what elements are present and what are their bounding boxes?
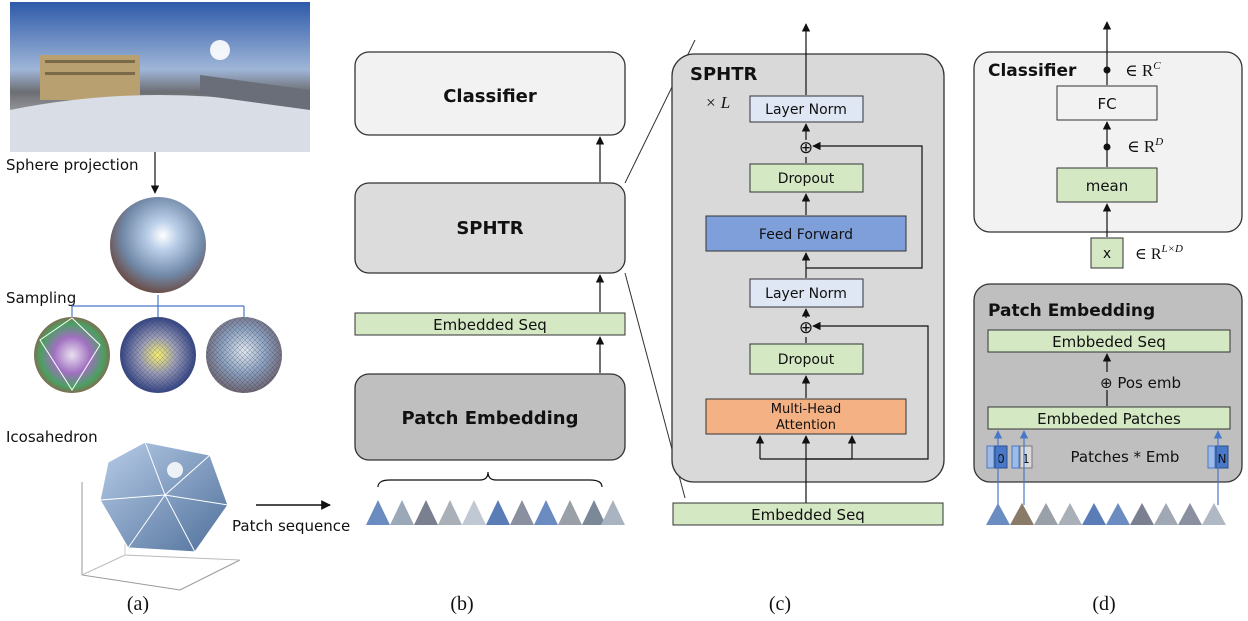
panel-d: Classifier ∈ RC FC ∈ RD mean x ∈ RL×D Pa… (973, 21, 1243, 525)
icosahedron-plot (81, 441, 241, 591)
patches-emb-label: Patches * Emb (1071, 448, 1180, 466)
mha-label-line2: Attention (776, 418, 836, 433)
dropout-bottom-label: Dropout (778, 352, 835, 368)
svg-text:0: 0 (997, 452, 1005, 466)
token-1: 1 (1011, 445, 1033, 469)
icosahedron-label: Icosahedron (6, 428, 98, 446)
classifier-detail-block (973, 51, 1243, 233)
embedded-seq-input-label: Embedded Seq (751, 506, 865, 524)
rc-label: ∈ RC (1125, 60, 1161, 80)
residual-add-top: ⊕ (799, 138, 813, 158)
feed-forward-block (705, 215, 907, 252)
embbeded-patches-label: Embbeded Patches (1037, 410, 1181, 428)
classifier-block (354, 51, 626, 136)
mean-label: mean (1086, 177, 1129, 195)
embedded-seq-label: Embedded Seq (433, 316, 547, 334)
embedded-seq-input (672, 502, 944, 526)
residual-add-bottom: ⊕ (799, 318, 813, 338)
embbeded-patches-bar (987, 406, 1231, 430)
feed-forward-label: Feed Forward (759, 227, 853, 243)
residual-skip-top (806, 141, 923, 269)
svg-text:N: N (1218, 452, 1227, 466)
pos-emb-label: ⊕ Pos emb (1100, 374, 1181, 392)
token-0: 0 (986, 445, 1008, 469)
token-n: N (1207, 445, 1229, 469)
brace (377, 471, 603, 488)
panel-a: Sphere projection Sampling Icosahedron (6, 2, 350, 591)
residual-skip-bottom (806, 321, 929, 460)
layer-norm-top-label: Layer Norm (765, 102, 847, 118)
panel-b: Classifier SPHTR Embedded Seq Patch Embe… (354, 51, 626, 525)
svg-text:1: 1 (1022, 452, 1030, 466)
sampling-connector (71, 295, 245, 318)
projected-sphere (110, 197, 206, 293)
patch-triangles-d (986, 503, 1226, 525)
panel-c: SPHTR × L Layer Norm ⊕ Dropout Feed Forw… (671, 23, 945, 526)
mean-block (1056, 167, 1158, 203)
classifier-block-label: Classifier (443, 86, 537, 107)
sampling-sphere-color (34, 317, 110, 393)
patch-triangles-b (366, 500, 625, 525)
x-block (1090, 237, 1124, 269)
x-label: x (1103, 246, 1111, 262)
rld-label: ∈ RL×D (1135, 243, 1183, 263)
layer-norm-bottom-label: Layer Norm (765, 286, 847, 302)
sphtr-detail-title: SPHTR (690, 64, 757, 85)
fc-label: FC (1097, 95, 1116, 113)
layer-norm-bottom (749, 278, 864, 308)
dropout-top (749, 163, 864, 193)
embbeded-seq-label: Embbeded Seq (1052, 333, 1166, 351)
sphtr-block (354, 182, 626, 274)
sphere-projection-label: Sphere projection (6, 156, 139, 174)
caption-a: (a) (127, 593, 149, 615)
patch-input-arrows (993, 430, 1223, 505)
fc-block (1056, 85, 1158, 121)
patch-sequence-label: Patch sequence (232, 517, 350, 535)
patch-embedding-block (354, 373, 626, 461)
caption-c: (c) (769, 593, 791, 615)
sphtr-block-label: SPHTR (456, 218, 523, 239)
rd-label: ∈ RD (1127, 136, 1163, 156)
panorama-image (10, 2, 310, 152)
caption-b: (b) (450, 593, 473, 615)
repeat-label: × L (705, 93, 730, 112)
patch-embedding-block-label: Patch Embedding (402, 408, 579, 429)
embbeded-seq-bar (987, 329, 1231, 353)
dropout-bottom (749, 343, 864, 375)
classifier-detail-title: Classifier (988, 61, 1077, 81)
layer-norm-top (749, 95, 864, 123)
multi-head-attention-block (705, 398, 907, 435)
sampling-label: Sampling (6, 289, 76, 307)
mha-label-line1: Multi-Head (771, 402, 841, 417)
caption-d: (d) (1092, 593, 1115, 615)
dropout-top-label: Dropout (778, 171, 835, 187)
patch-embedding-detail-title: Patch Embedding (988, 301, 1155, 321)
embedded-seq-bar (354, 312, 626, 336)
